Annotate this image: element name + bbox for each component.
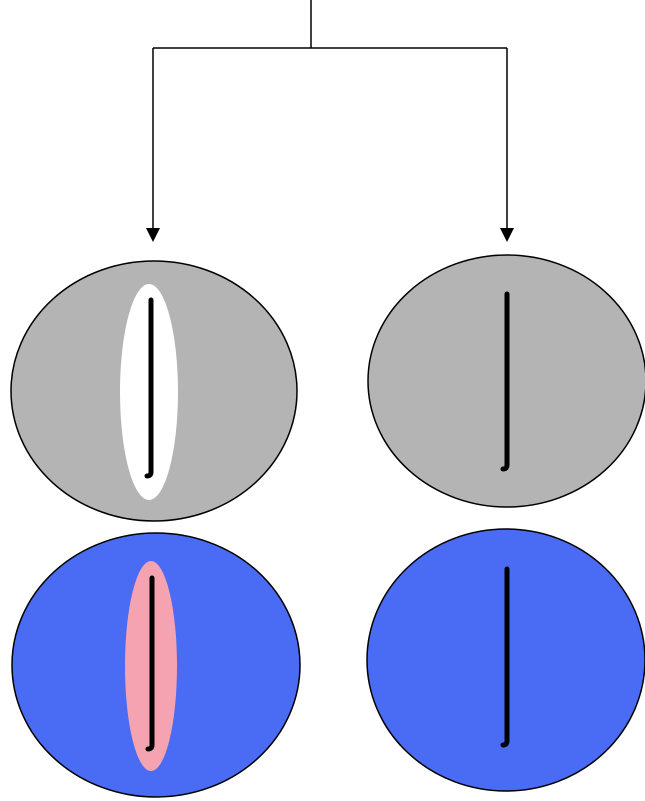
gray-ellipse-plain: [367, 254, 645, 508]
blue-ellipse-plain: [366, 528, 645, 792]
black-slit-line: [144, 297, 154, 479]
gray-ellipse-with-white-halo: [10, 260, 298, 522]
right-arrowhead: [500, 228, 514, 242]
branch-connector: [152, 0, 508, 228]
black-slit-line: [500, 566, 510, 748]
black-slit-line: [500, 291, 510, 472]
black-slit-line: [145, 575, 155, 752]
blue-ellipse-with-pink-halo: [11, 532, 301, 798]
left-arrowhead: [146, 228, 160, 242]
